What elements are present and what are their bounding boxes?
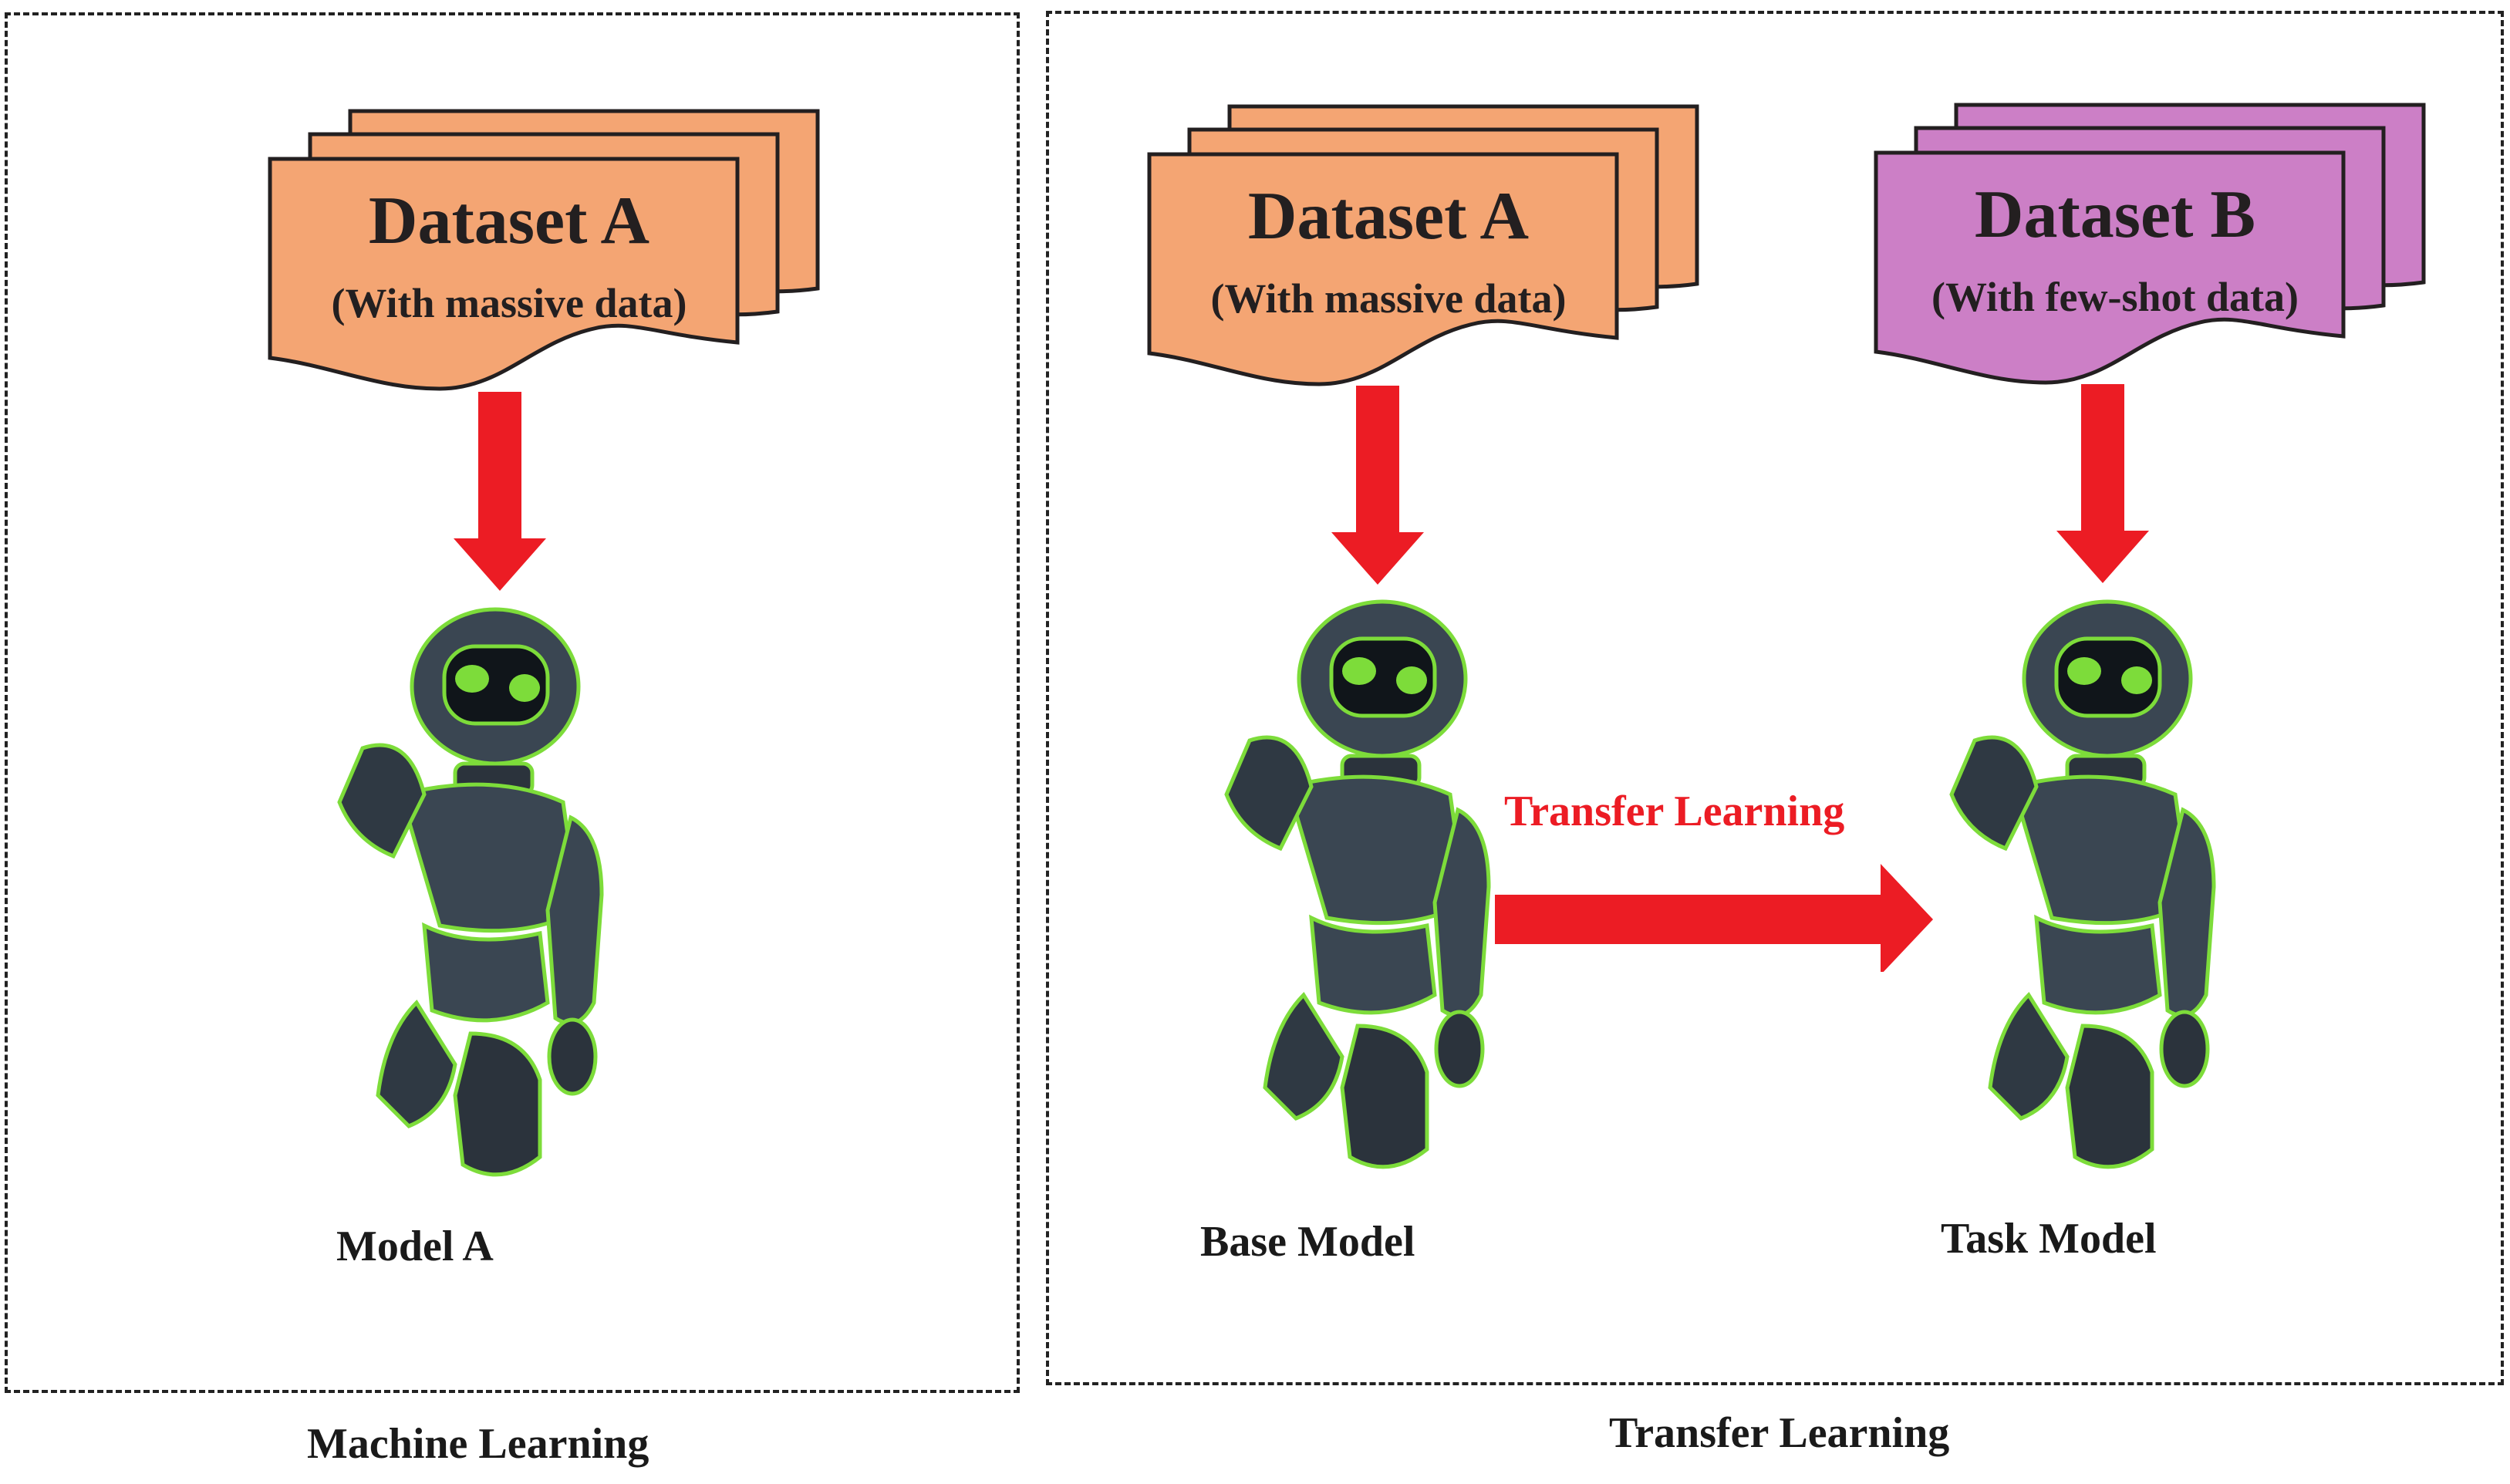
dataset-subtitle: (With massive data) [1210, 275, 1567, 322]
right-arrow-icon [1495, 864, 1933, 972]
machine-learning-caption: Machine Learning [307, 1420, 649, 1468]
document-stack-icon [1874, 103, 2426, 385]
dataset-title: Dataset A [1247, 179, 1530, 254]
dataset-subtitle: (With few-shot data) [1931, 274, 2299, 320]
dataset-title: Dataset A [368, 184, 650, 258]
tl-dataset-b: Dataset B (With few-shot data) [1874, 103, 2426, 385]
robot-icon [337, 607, 604, 1177]
task-model-label: Task Model [1941, 1215, 2157, 1263]
robot-icon [1949, 599, 2216, 1169]
transfer-learning-panel [1046, 11, 2504, 1385]
tl-dataset-a: Dataset A (With massive data) [1147, 104, 1699, 386]
document-stack-icon [1147, 104, 1699, 386]
ml-dataset-a: Dataset A (With massive data) [268, 109, 820, 391]
down-arrow-icon [1331, 386, 1424, 585]
dataset-title: Dataset B [1974, 177, 2256, 252]
dataset-subtitle: (With massive data) [331, 280, 687, 326]
down-arrow-icon [2056, 384, 2149, 583]
robot-icon [1224, 599, 1491, 1169]
document-stack-icon [268, 109, 820, 391]
model-a-label: Model A [336, 1223, 494, 1270]
machine-learning-panel [5, 12, 1020, 1393]
base-model-label: Base Model [1200, 1218, 1415, 1266]
down-arrow-icon [454, 392, 546, 591]
transfer-learning-caption: Transfer Learning [1609, 1409, 1950, 1457]
transfer-learning-label: Transfer Learning [1504, 788, 1845, 835]
